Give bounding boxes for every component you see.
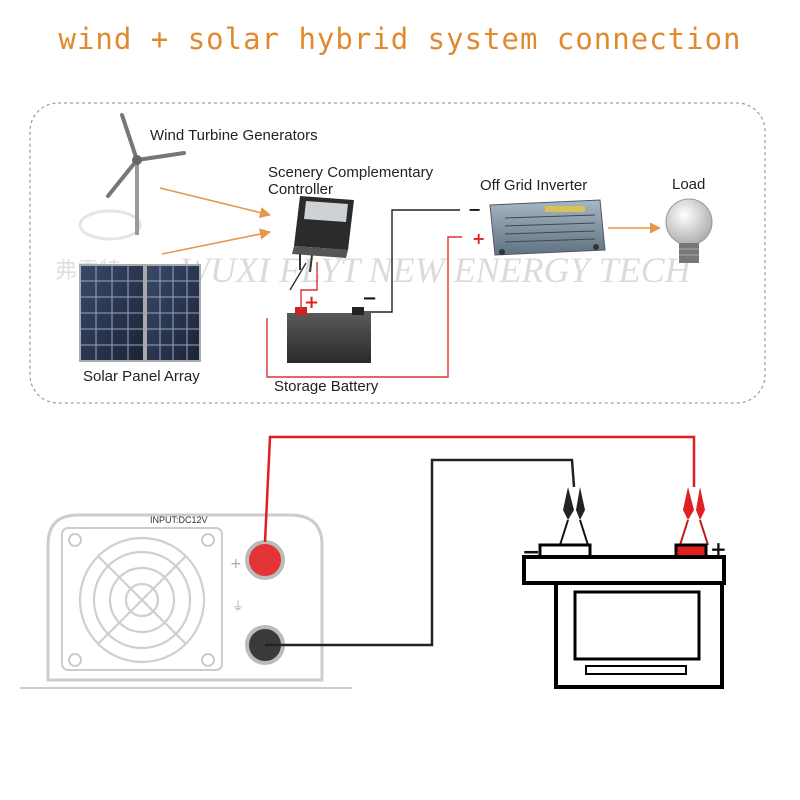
controller-icon — [292, 196, 354, 273]
watermark: 弗雷特 WUXI FLYT NEW ENERGY TECH — [55, 209, 693, 290]
battery-positive-to-inverter-wire — [266, 236, 462, 378]
battery-terminal-positive: + — [710, 537, 727, 561]
inverter-positive-sign: + — [472, 229, 485, 248]
ground-icon: ⏚ — [232, 599, 244, 613]
inverter-label: Off Grid Inverter — [480, 177, 587, 194]
solar-panel-label: Solar Panel Array — [83, 368, 200, 385]
battery-negative-to-inverter-wire — [357, 209, 460, 313]
positive-cable — [263, 435, 696, 543]
controller-positive-wire — [300, 262, 318, 310]
battery-terminal-negative: − — [522, 540, 540, 565]
wind-to-controller-arrow — [159, 187, 272, 219]
load-label: Load — [672, 176, 705, 193]
off-grid-inverter-icon — [489, 199, 606, 256]
controller-label-line1: Scenery Complementary — [268, 164, 434, 181]
battery-positive-sign: + — [304, 292, 319, 313]
inverter-front-panel-icon — [20, 513, 352, 689]
wind-turbine-icon — [106, 113, 186, 235]
negative-clamp-icon — [559, 487, 589, 546]
negative-cable — [265, 458, 576, 647]
car-battery-icon — [522, 543, 726, 689]
controller-label-line2: Controller — [268, 181, 333, 198]
wind-turbine-label: Wind Turbine Generators — [150, 127, 318, 144]
solar-to-controller-arrow — [161, 228, 272, 255]
inverter-front-plus: + — [230, 556, 242, 572]
watermark-text: WUXI FLYT NEW ENERGY TECH — [180, 250, 693, 290]
solar-panel-icon — [79, 264, 201, 362]
positive-clamp-icon — [679, 487, 709, 546]
controller-negative-wire — [289, 262, 307, 291]
battery-negative-sign: − — [362, 288, 377, 309]
diagram-title: wind + solar hybrid system connection — [58, 22, 742, 56]
inverter-input-label: INPUT:DC12V — [150, 515, 208, 525]
storage-battery-label: Storage Battery — [274, 378, 379, 395]
inverter-negative-sign: − — [468, 200, 481, 219]
system-frame — [29, 102, 766, 404]
storage-battery-icon — [287, 307, 371, 363]
light-bulb-icon — [665, 198, 713, 263]
